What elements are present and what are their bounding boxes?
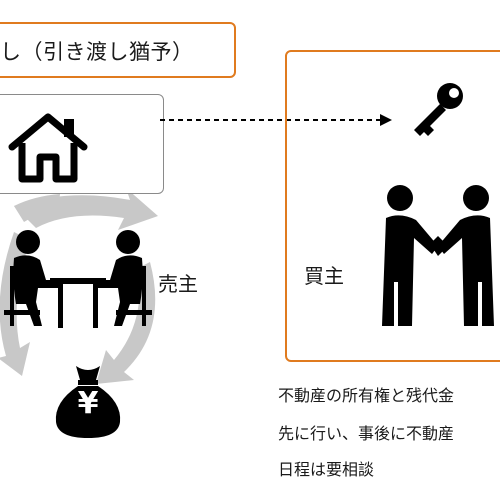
note-line-1: 不動産の所有権と残代金 <box>278 386 455 405</box>
seller-label: 売主 <box>158 272 198 296</box>
diagram-title: し（引き渡し猶予） <box>0 40 194 64</box>
meeting-icon <box>4 230 152 328</box>
dashed-arrow <box>160 114 392 126</box>
yen-symbol: ¥ <box>77 386 99 421</box>
buyer-box <box>285 50 500 362</box>
note-line-2: 先に行い、事後に不動産 <box>278 424 455 443</box>
key-icon <box>414 83 463 136</box>
money-bag-icon <box>55 366 121 438</box>
note-line-3: 日程は要相談 <box>278 460 375 479</box>
handshake-icon <box>382 185 494 326</box>
buyer-label: 買主 <box>304 264 344 288</box>
house-icon <box>8 113 88 183</box>
title-box <box>0 22 236 78</box>
